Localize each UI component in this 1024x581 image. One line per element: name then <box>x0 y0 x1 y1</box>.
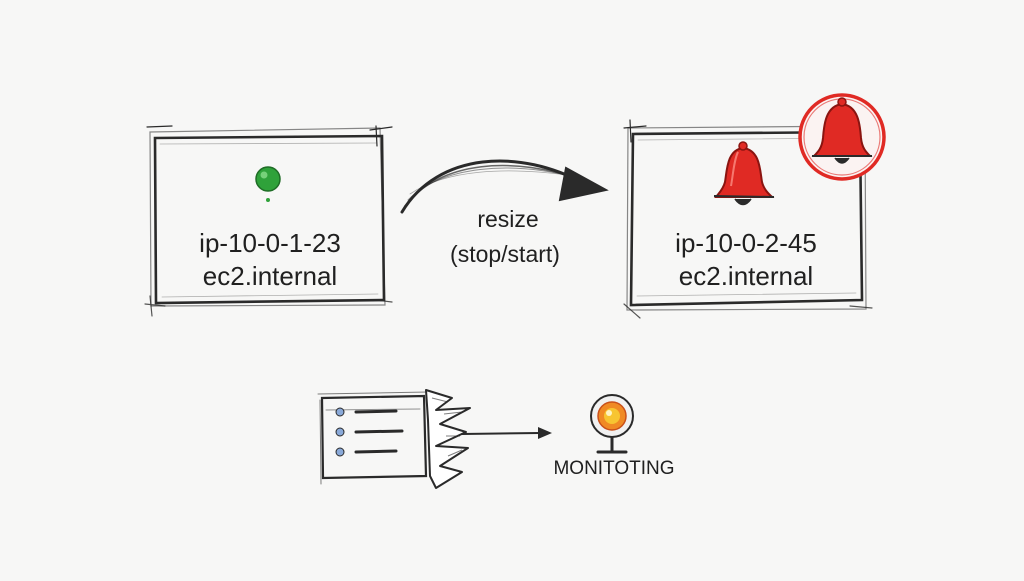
target-host-line2: ec2.internal <box>679 261 813 291</box>
webcam-sensor-icon <box>590 394 634 454</box>
source-host-box: ip-10-0-1-23 ec2.internal <box>144 125 393 317</box>
curved-arrow-icon <box>400 159 609 214</box>
bell-in-circle-icon <box>798 93 886 181</box>
broken-log-list-icon <box>317 389 471 489</box>
source-host-line1: ip-10-0-1-23 <box>199 228 341 258</box>
monitoring-label: MONITOTING <box>553 458 674 479</box>
source-box-outline <box>144 125 393 317</box>
source-host-line2: ec2.internal <box>203 261 337 291</box>
arrow-icon <box>461 427 552 439</box>
bell-icon <box>713 141 775 206</box>
target-box-outline <box>623 119 873 319</box>
target-host-box: ip-10-0-2-45 ec2.internal <box>623 93 886 319</box>
transition-line1: resize <box>477 206 538 232</box>
list-rows <box>335 407 404 457</box>
green-status-dot <box>255 166 281 202</box>
torn-edge <box>425 389 471 489</box>
transition-line2: (stop/start) <box>450 241 560 267</box>
target-host-line1: ip-10-0-2-45 <box>675 228 817 258</box>
